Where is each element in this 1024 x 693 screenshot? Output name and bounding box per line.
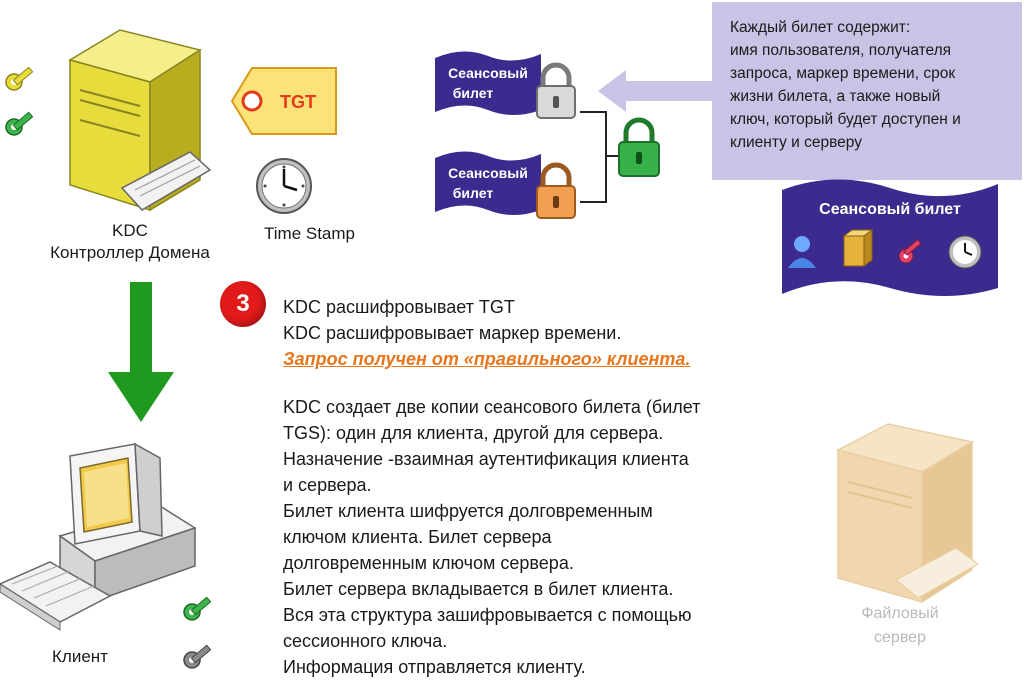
session-ticket-bottom: Сеансовый билет [435, 151, 541, 215]
kdc-caption-line1: KDC [112, 221, 148, 240]
kdc-caption: KDC Контроллер Домена [20, 220, 240, 264]
file-server-icon [836, 423, 980, 604]
info-line: имя пользователя, получателя [730, 42, 952, 59]
kdc-server-icon [68, 29, 212, 212]
tgt-tag-label: TGT [280, 92, 316, 112]
left-arrow-icon [598, 70, 714, 112]
step-line: и сервера. [283, 475, 372, 495]
step-line: Назначение -взаимная аутентификация клие… [283, 449, 689, 469]
orange-lock-icon [536, 162, 576, 219]
mini-server-icon [842, 229, 874, 267]
step-line: долговременным ключом сервера. [283, 553, 574, 573]
session-ticket-top-line2: билет [453, 85, 494, 101]
red-key-icon [898, 238, 922, 264]
info-line: ключ, который будет доступен и [730, 111, 961, 128]
ticket-contents-info-box: Каждый билет содержит: имя пользователя,… [712, 2, 1022, 180]
silver-lock-icon [536, 62, 576, 119]
yellow-key-icon [5, 66, 34, 91]
step-line: Билет клиента шифруется долговременным [283, 501, 653, 521]
kdc-caption-line2: Контроллер Домена [50, 243, 210, 262]
step-line: TGS): один для клиента, другой для серве… [283, 423, 664, 443]
step-line: ключом клиента. Билет сервера [283, 527, 552, 547]
client-caption: Клиент [52, 647, 108, 666]
user-icon [788, 236, 816, 268]
file-server-caption-line1: Файловый [861, 605, 939, 622]
info-line: запроса, маркер времени, срок [730, 65, 956, 82]
client-green-key-icon [183, 596, 212, 621]
step-description: KDC расшифровывает TGT KDC расшифровывае… [283, 294, 843, 680]
session-ticket-bottom-line1: Сеансовый [448, 165, 528, 181]
big-session-ticket: Сеансовый билет [782, 179, 998, 296]
step-line: KDC расшифровывает маркер времени. [283, 323, 622, 343]
file-server-caption: Файловый сервер [835, 602, 965, 650]
tgt-tag-icon: TGT [230, 67, 337, 135]
timestamp-caption: Time Stamp [264, 224, 356, 243]
step-line: Вся эта структура зашифровывается с помо… [283, 605, 692, 625]
step-line: KDC создает две копии сеансового билета … [283, 397, 701, 417]
step-line: Билет сервера вкладывается в билет клиен… [283, 579, 674, 599]
clock-icon [256, 158, 312, 214]
client-computer-icon [0, 442, 197, 631]
info-line: Каждый билет содержит: [730, 19, 911, 36]
step-line: KDC расшифровывает TGT [283, 297, 515, 317]
info-line: жизни билета, а также новый [730, 88, 941, 105]
file-server-caption-line2: сервер [874, 629, 926, 646]
green-lock-icon [618, 117, 660, 177]
session-ticket-top: Сеансовый билет [435, 51, 541, 115]
info-line: клиенту и серверу [730, 134, 862, 151]
green-key-icon [5, 111, 34, 136]
step-line: Информация отправляется клиенту. [283, 657, 586, 677]
step-line: сессионного ключа. [283, 631, 448, 651]
big-session-ticket-label: Сеансовый билет [819, 201, 961, 218]
bracket-connector [580, 111, 620, 203]
down-arrow-icon [108, 282, 174, 422]
step-highlight: Запрос получен от «правильного» клиента. [283, 349, 691, 369]
session-ticket-bottom-line2: билет [453, 185, 494, 201]
step-number-badge: 3 [220, 281, 266, 327]
mini-clock-icon [948, 235, 982, 269]
session-ticket-top-line1: Сеансовый [448, 65, 528, 81]
client-gray-key-icon [183, 644, 212, 669]
